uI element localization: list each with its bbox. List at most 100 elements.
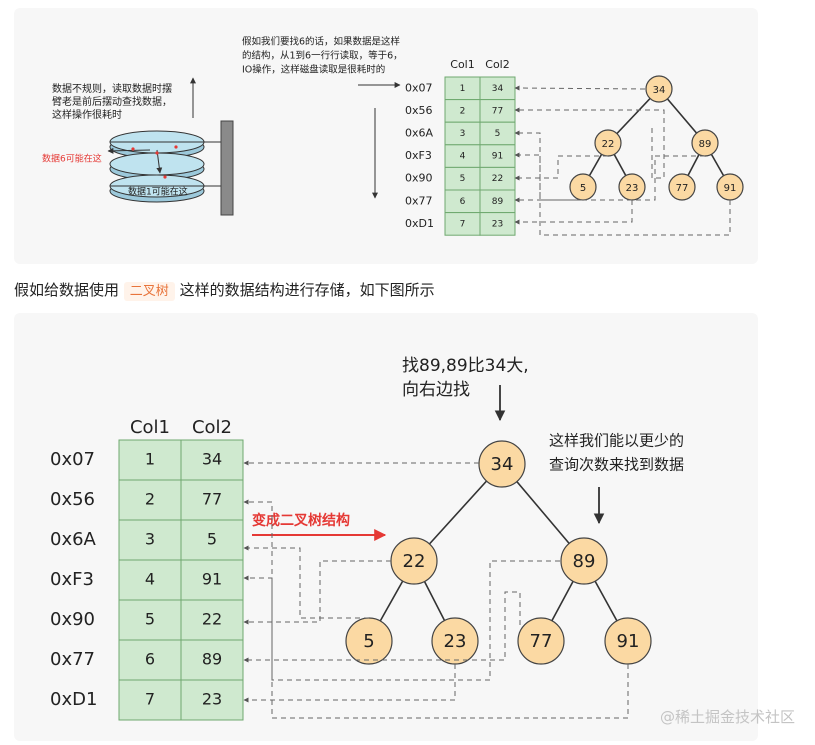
bottom-pointer-line — [243, 560, 391, 625]
bottom-row-id: 6 — [145, 650, 155, 669]
top-row-id: 7 — [460, 219, 466, 229]
note-find-line: 假如我们要找6的话，如果数据是这样 — [242, 36, 400, 48]
note-find-line: 的结构，从1到6一行行读取，等于6， — [242, 50, 403, 62]
top-row-value: 89 — [492, 197, 504, 207]
top-address: 0x56 — [405, 104, 433, 117]
bottom-row-id: 5 — [145, 610, 155, 629]
bottom-row-value: 5 — [207, 530, 217, 549]
top-tree-node-label: 22 — [602, 139, 615, 150]
top-address: 0x6A — [405, 127, 434, 140]
bottom-row-id: 4 — [145, 570, 155, 589]
bottom-cell-col2 — [180, 599, 244, 641]
label-data6: 数据6可能在这 — [42, 153, 102, 165]
caption-before: 假如给数据使用 — [14, 281, 120, 299]
bottom-address: 0x07 — [50, 449, 95, 470]
top-row-value: 22 — [492, 174, 503, 184]
bottom-row-value: 91 — [202, 570, 222, 589]
note-disk-line: 臂老是前后摆动查找数据， — [52, 95, 172, 108]
bottom-tree-node — [560, 537, 608, 585]
bottom-tree-node-label: 23 — [444, 631, 467, 652]
watermark: @稀土掘金技术社区 — [659, 708, 795, 726]
top-row-id: 2 — [460, 106, 466, 116]
top-tree-node-label: 89 — [699, 139, 712, 150]
top-tree-node-label: 5 — [580, 183, 586, 194]
bottom-cell-col1 — [118, 679, 182, 721]
disk-data-dot — [174, 145, 178, 149]
bottom-tree-node-label: 91 — [617, 631, 640, 652]
bottom-row-value: 89 — [202, 650, 222, 669]
bottom-address: 0x56 — [50, 489, 95, 510]
bottom-col2-header: Col2 — [192, 417, 232, 438]
bottom-cell-col2 — [180, 559, 244, 601]
disk-data-dot — [131, 147, 135, 151]
bottom-tree-node-label: 22 — [403, 551, 426, 572]
bottom-row-id: 2 — [145, 490, 155, 509]
top-tree-node-label: 77 — [676, 183, 689, 194]
bottom-cell-col2 — [180, 439, 244, 481]
top-pointer-line — [514, 130, 582, 201]
top-pointer-line — [514, 152, 731, 236]
bottom-row-id: 3 — [145, 530, 155, 549]
top-col1-header: Col1 — [450, 58, 474, 71]
caption-tag: 二叉树 — [123, 282, 175, 301]
bottom-row-value: 22 — [202, 610, 222, 629]
bottom-tree-node-label: 77 — [530, 631, 553, 652]
bottom-address: 0x77 — [50, 649, 95, 670]
bottom-row-value: 77 — [202, 490, 222, 509]
top-row-id: 3 — [460, 129, 466, 139]
top-tree-node-label: 23 — [626, 183, 639, 194]
top-row-id: 5 — [460, 174, 466, 184]
note-find89-line: 向右边找 — [402, 380, 470, 400]
top-pointer-line — [514, 85, 646, 91]
bottom-cell-col2 — [180, 639, 244, 681]
bottom-cell-col1 — [118, 599, 182, 641]
disk-platter — [109, 152, 205, 176]
bottom-tree-node — [478, 440, 526, 488]
top-pointer-line — [514, 200, 633, 225]
disk-seek-arrow — [107, 147, 151, 154]
bottom-tree-node-label: 34 — [491, 454, 514, 475]
bottom-pointer-line — [243, 664, 456, 703]
top-row-value: 91 — [492, 152, 503, 162]
top-pointer-line — [514, 155, 608, 181]
caption-after: 这样的数据结构进行存储，如下图所示 — [179, 281, 435, 299]
label-data1: 数据1可能在这 — [128, 186, 188, 198]
top-row-id: 6 — [460, 197, 466, 207]
note-find89-line: 找89,89比34大, — [402, 356, 529, 376]
bottom-row-id: 7 — [145, 690, 155, 709]
bottom-tree-node-label: 5 — [363, 631, 374, 652]
bottom-row-value: 23 — [202, 690, 222, 709]
top-address: 0xD1 — [405, 217, 434, 230]
bottom-cell-col1 — [118, 439, 182, 481]
top-tree-node-label: 91 — [724, 183, 737, 194]
note-find-line: IO操作，这样磁盘读取是很耗时的 — [242, 64, 385, 76]
top-tree-node — [645, 75, 673, 103]
bottom-pointer-line — [243, 499, 560, 681]
top-col2-header: Col2 — [485, 58, 509, 71]
note-disk-line: 数据不规则，读取数据时摆 — [52, 82, 172, 95]
bottom-row-value: 34 — [202, 450, 222, 469]
bottom-cell-col2 — [180, 479, 244, 521]
note-fewer-line: 查询次数来找到数据 — [549, 456, 684, 474]
bottom-tree-node-label: 89 — [573, 551, 596, 572]
top-address: 0x07 — [405, 81, 433, 94]
bottom-address: 0xF3 — [50, 569, 94, 590]
top-address: 0xF3 — [405, 149, 432, 162]
bottom-tree-node — [517, 617, 565, 665]
top-row-id: 1 — [460, 84, 466, 94]
bottom-pointer-line — [243, 545, 369, 619]
note-disk-line: 这样操作很耗时 — [52, 108, 122, 121]
bottom-cell-col2 — [180, 519, 244, 561]
top-row-value: 5 — [495, 129, 501, 139]
bottom-address: 0xD1 — [50, 689, 97, 710]
top-tree-node-label: 34 — [653, 85, 666, 96]
bottom-row-id: 1 — [145, 450, 155, 469]
transform-label: 变成二叉树结构 — [252, 512, 350, 529]
top-address: 0x77 — [405, 194, 433, 207]
top-row-value: 23 — [492, 219, 503, 229]
note-fewer-line: 这样我们能以更少的 — [549, 432, 684, 450]
bottom-cell-col1 — [118, 519, 182, 561]
disk-arm — [220, 120, 234, 216]
top-row-value: 77 — [492, 106, 503, 116]
